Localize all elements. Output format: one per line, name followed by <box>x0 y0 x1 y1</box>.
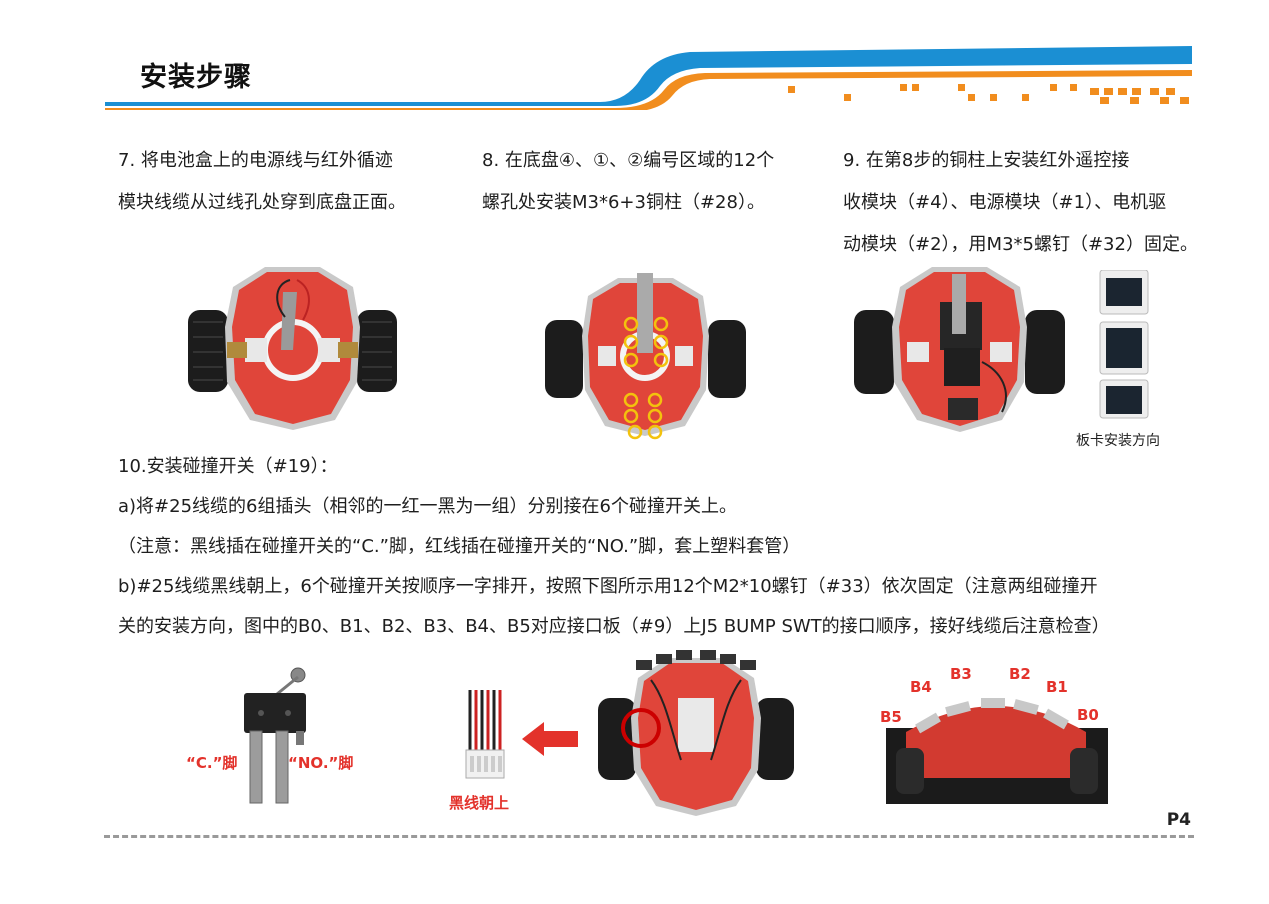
bump-switch-closeup <box>886 698 1108 804</box>
step-10-text: 10.安装碰撞开关（#19）： a)将#25线缆的6组插头（相邻的一红一黑为一组… <box>118 447 1110 647</box>
page-number: P4 <box>1166 810 1191 830</box>
step-10-line-1: 10.安装碰撞开关（#19）： <box>118 456 338 477</box>
bump-label-b3: B3 <box>950 665 972 683</box>
step-7-text: 7. 将电池盒上的电源线与红外循迹 模块线缆从过线孔处穿到底盘正面。 <box>118 140 406 224</box>
step-8-line-1: 8. 在底盘④、①、②编号区域的12个 <box>482 150 775 171</box>
bump-label-b2: B2 <box>1009 665 1031 683</box>
step-9-text: 9. 在第8步的铜柱上安装红外遥控接 收模块（#4）、电源模块（#1）、电机驱 … <box>843 140 1198 266</box>
step-9-line-2: 收模块（#4）、电源模块（#1）、电机驱 <box>843 192 1167 213</box>
arrow-left-icon <box>522 722 578 756</box>
pin-c-label: “C.”脚 <box>186 754 238 772</box>
chassis-photo-step7 <box>188 267 397 430</box>
black-wire-up-label: 黑线朝上 <box>449 794 510 812</box>
bump-label-b1: B1 <box>1046 678 1068 696</box>
header-banner <box>105 46 1192 110</box>
step-10-line-2: a)将#25线缆的6组插头（相邻的一红一黑为一组）分别接在6个碰撞开关上。 <box>118 496 737 517</box>
step-10-line-4: b)#25线缆黑线朝上，6个碰撞开关按顺序一字排开，按照下图所示用12个M2*1… <box>118 576 1098 597</box>
board-direction-caption: 板卡安装方向 <box>1076 433 1160 449</box>
chassis-bump-photo <box>598 650 794 816</box>
step-9-line-1: 9. 在第8步的铜柱上安装红外遥控接 <box>843 150 1130 171</box>
step-10-line-5: 关的安装方向，图中的B0、B1、B2、B3、B4、B5对应接口板（#9）上J5 … <box>118 616 1110 637</box>
step-7-line-1: 7. 将电池盒上的电源线与红外循迹 <box>118 150 393 171</box>
step-10-line-3: （注意：黑线插在碰撞开关的“C.”脚，红线插在碰撞开关的“NO.”脚，套上塑料套… <box>118 536 801 557</box>
step-8-text: 8. 在底盘④、①、②编号区域的12个 螺孔处安装M3*6+3铜柱（#28）。 <box>482 140 774 224</box>
pin-no-label: “NO.”脚 <box>288 754 354 772</box>
step-8-line-2: 螺孔处安装M3*6+3铜柱（#28）。 <box>482 192 765 213</box>
chassis-photo-step8 <box>545 273 746 440</box>
step-7-line-2: 模块线缆从过线孔处穿到底盘正面。 <box>118 192 406 213</box>
chassis-photo-step9 <box>854 267 1065 432</box>
bump-label-b4: B4 <box>910 678 932 696</box>
cable-connector-photo <box>465 690 505 779</box>
microswitch-photo <box>244 667 306 804</box>
bump-label-b5: B5 <box>880 708 902 726</box>
bump-label-b0: B0 <box>1077 706 1099 724</box>
footer-dashed-divider <box>104 835 1194 838</box>
step-9-line-3: 动模块（#2），用M3*5螺钉（#32）固定。 <box>843 234 1198 255</box>
board-direction-photo <box>1099 270 1149 419</box>
page-title: 安装步骤 <box>140 62 252 93</box>
